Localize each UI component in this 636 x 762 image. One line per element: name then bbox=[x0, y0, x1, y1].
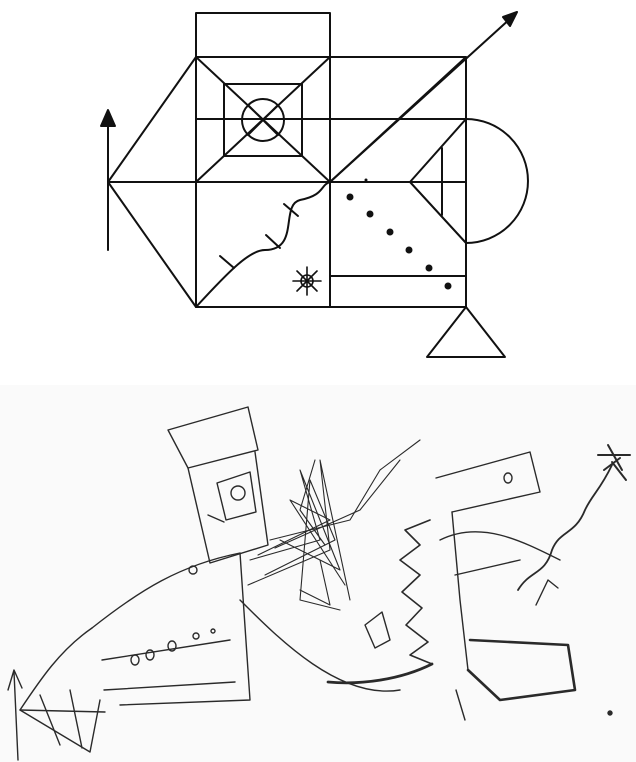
sketch-small-square bbox=[217, 472, 256, 520]
sketch-tick bbox=[536, 580, 558, 605]
sketch-bold-line bbox=[328, 664, 432, 683]
sketch-jagged-line bbox=[400, 520, 432, 664]
sun-icon bbox=[293, 267, 321, 295]
hand-drawn-copy-panel bbox=[0, 385, 636, 762]
dotted-diagonal bbox=[347, 179, 452, 290]
half-circle bbox=[466, 119, 528, 243]
sketch-line bbox=[440, 532, 560, 560]
sketch-line bbox=[102, 640, 230, 660]
wavy-line bbox=[196, 182, 330, 307]
sketch-top-block bbox=[168, 407, 258, 468]
left-triangle-edge bbox=[108, 57, 196, 182]
right-triangle-edge bbox=[410, 119, 466, 182]
sketch-dots bbox=[131, 629, 215, 665]
sketch-left-triangle bbox=[20, 628, 100, 752]
tick-mark bbox=[266, 235, 280, 248]
sketch-line bbox=[208, 515, 224, 522]
arrow-diagonal-icon bbox=[598, 445, 630, 480]
arrow-up-icon bbox=[8, 670, 22, 760]
sketch-wavy-line bbox=[518, 465, 612, 590]
sketch-line bbox=[104, 682, 235, 690]
sketch-dot bbox=[608, 711, 612, 715]
sketch-line bbox=[70, 690, 82, 748]
sketch-small-figure bbox=[365, 612, 390, 648]
sketch-scribble bbox=[248, 440, 420, 610]
top-rectangle bbox=[196, 13, 330, 57]
sketch-line bbox=[456, 690, 465, 720]
arrow-up-icon bbox=[101, 110, 115, 250]
sketch-line bbox=[20, 710, 105, 712]
model-figure-panel bbox=[0, 0, 636, 370]
sketch-circle bbox=[504, 473, 512, 483]
triangle-icon bbox=[427, 307, 505, 357]
sketch-line bbox=[452, 512, 468, 670]
sketch-arc bbox=[240, 600, 400, 691]
hand-drawn-copy bbox=[0, 385, 636, 762]
left-triangle-edge bbox=[108, 182, 196, 307]
sketch-line bbox=[40, 695, 60, 745]
sketch-circle bbox=[231, 486, 245, 500]
tick-mark bbox=[220, 256, 234, 268]
sketch-line bbox=[455, 560, 520, 575]
sketch-bold-box bbox=[468, 640, 575, 700]
model-figure bbox=[0, 0, 636, 370]
triangle-lower-edge bbox=[410, 182, 466, 243]
sketch-right-block bbox=[436, 452, 540, 512]
